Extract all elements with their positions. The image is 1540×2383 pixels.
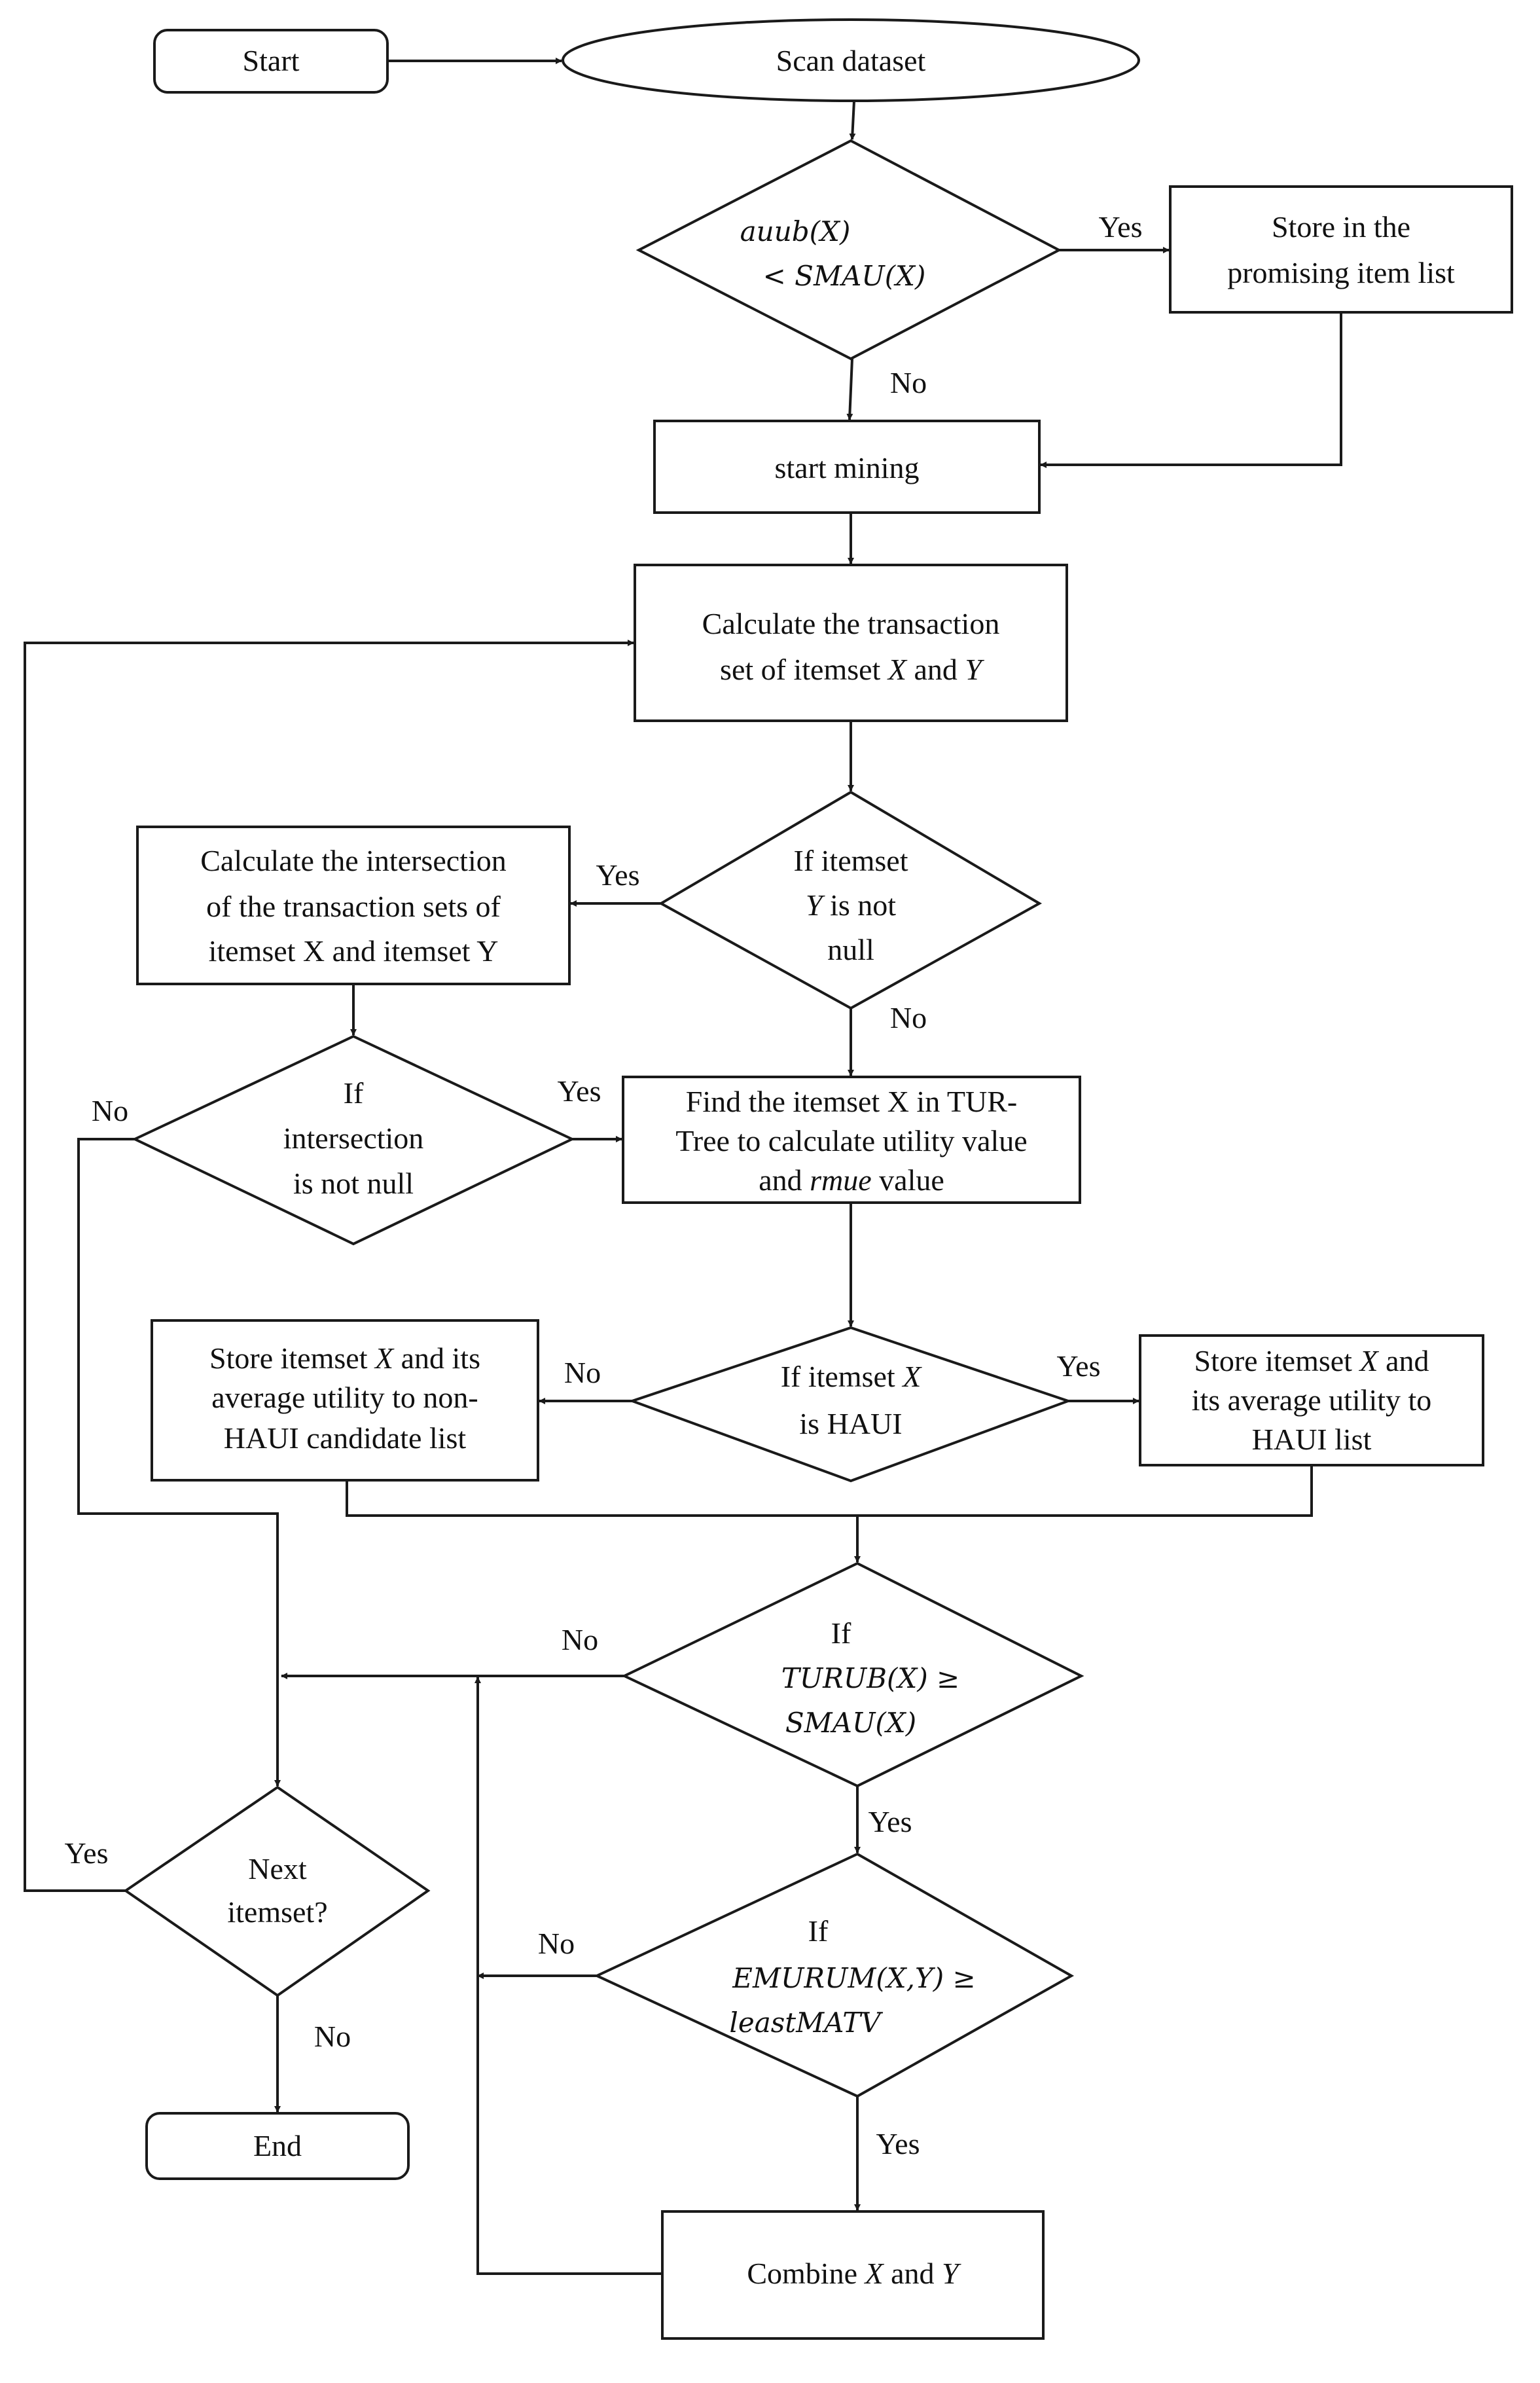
calc-inter-line3: itemset X and itemset Y	[209, 934, 499, 968]
edge-label-turub-no: No	[562, 1623, 598, 1656]
start-terminal: Start	[153, 29, 389, 94]
start-mining-node: start mining	[653, 420, 1041, 514]
emurum-line2: EMURUM(X,Y) ≥	[732, 1962, 975, 1994]
store-promising-node: Store in the promising item list	[1169, 185, 1513, 314]
arrow-next-yes	[24, 640, 634, 1892]
auub-decision: auub(X) < SMAU(X)	[636, 139, 1062, 361]
arrow-scan-to-auub	[849, 100, 856, 140]
store-haui-line1: Store itemset X and	[1194, 1344, 1429, 1377]
edge-label-ynull-yes: Yes	[596, 858, 640, 892]
auub-label: auub(X)	[740, 215, 851, 247]
combine-node: Combine X and Y	[661, 2210, 1045, 2340]
store-non-line2: average utility to non-	[211, 1381, 478, 1414]
ynull-line1: If itemset	[794, 844, 908, 877]
store-haui-line2: its average utility to	[1192, 1383, 1432, 1417]
connectors	[24, 58, 1342, 2275]
store-non-haui-node: Store itemset X and its average utility …	[151, 1319, 539, 1482]
ynull-line3: null	[827, 933, 874, 966]
haui-line1: If itemset X	[781, 1360, 923, 1393]
start-label: Start	[243, 44, 300, 77]
arrow-inter-no	[77, 1138, 281, 1787]
edge-label-inter-no: No	[92, 1094, 128, 1127]
turub-line2: TURUB(X) ≥	[781, 1662, 960, 1694]
arrow-promising-to-mining	[1040, 312, 1342, 468]
end-label: End	[253, 2129, 302, 2162]
next-line2: itemset?	[227, 1895, 327, 1929]
calc-tset-line1: Calculate the transaction	[702, 607, 1000, 640]
edge-label-haui-yes: Yes	[1057, 1349, 1101, 1383]
find-x-line1: Find the itemset X in TUR-	[686, 1085, 1017, 1118]
find-x-line3: and rmue value	[759, 1163, 944, 1197]
edge-labels: Yes No Yes No Yes No No Yes No Yes Yes N…	[65, 210, 1143, 2160]
store-non-line3: HAUI candidate list	[224, 1421, 467, 1455]
edge-label-turub-yes: Yes	[868, 1805, 912, 1838]
find-itemset-node: Find the itemset X in TUR- Tree to calcu…	[622, 1076, 1081, 1204]
haui-line2: is HAUI	[799, 1407, 902, 1440]
turub-decision: If TURUB(X) ≥ SMAU(X)	[621, 1561, 1084, 1788]
emurum-decision: If EMURUM(X,Y) ≥ leastMATV	[594, 1852, 1075, 2098]
arrow-auub-no	[846, 358, 853, 420]
edge-label-ynull-no: No	[890, 1001, 927, 1034]
emurum-line1: If	[808, 1914, 829, 1948]
inter-line3: is not null	[293, 1167, 414, 1200]
edge-label-emurum-no: No	[538, 1927, 575, 1960]
emurum-line3: leastMATV	[729, 2007, 883, 2039]
inter-line1: If	[344, 1076, 364, 1110]
haui-decision: If itemset X is HAUI	[628, 1326, 1073, 1483]
turub-line3: SMAU(X)	[785, 1707, 916, 1739]
start-mining-label: start mining	[774, 451, 919, 484]
edge-label-emurum-yes: Yes	[876, 2127, 920, 2160]
find-x-line2: Tree to calculate utility value	[675, 1124, 1027, 1157]
end-terminal: End	[145, 2112, 410, 2180]
next-itemset-decision: Next itemset?	[123, 1785, 431, 1997]
combine-label: Combine X and Y	[747, 2257, 961, 2290]
edge-label-auub-no: No	[890, 366, 927, 399]
arrow-combine-loop	[475, 1677, 662, 2275]
calc-intersection-node: Calculate the intersection of the transa…	[136, 826, 571, 985]
store-non-line1: Store itemset X and its	[209, 1341, 480, 1375]
arrow-stores-merge	[346, 1465, 1313, 1562]
edge-label-next-yes: Yes	[65, 1836, 109, 1870]
inter-line2: intersection	[283, 1121, 424, 1155]
auub-smau-label: < SMAU(X)	[763, 260, 926, 292]
ynull-line2: Y is not	[806, 888, 896, 922]
calc-inter-line1: Calculate the intersection	[200, 844, 506, 877]
edge-label-haui-no: No	[564, 1356, 601, 1389]
store-promising-line2: promising item list	[1227, 256, 1455, 289]
scan-dataset-node: Scan dataset	[562, 18, 1140, 102]
calc-tset-line2: set of itemset X and Y	[720, 653, 984, 686]
store-haui-line3: HAUI list	[1252, 1423, 1372, 1456]
scan-dataset-label: Scan dataset	[776, 44, 926, 77]
store-promising-line1: Store in the	[1272, 210, 1410, 244]
edge-label-auub-yes: Yes	[1099, 210, 1143, 244]
y-not-null-decision: If itemset Y is not null	[658, 790, 1043, 1010]
store-haui-node: Store itemset X and its average utility …	[1139, 1334, 1484, 1466]
intersection-not-null-decision: If intersection is not null	[132, 1034, 575, 1246]
turub-line1: If	[831, 1616, 851, 1650]
next-line1: Next	[248, 1852, 307, 1885]
edge-label-next-no: No	[314, 2020, 351, 2053]
calc-transaction-set-node: Calculate the transaction set of itemset…	[634, 564, 1068, 722]
edge-label-inter-yes: Yes	[558, 1074, 601, 1108]
calc-inter-line2: of the transaction sets of	[206, 890, 501, 923]
